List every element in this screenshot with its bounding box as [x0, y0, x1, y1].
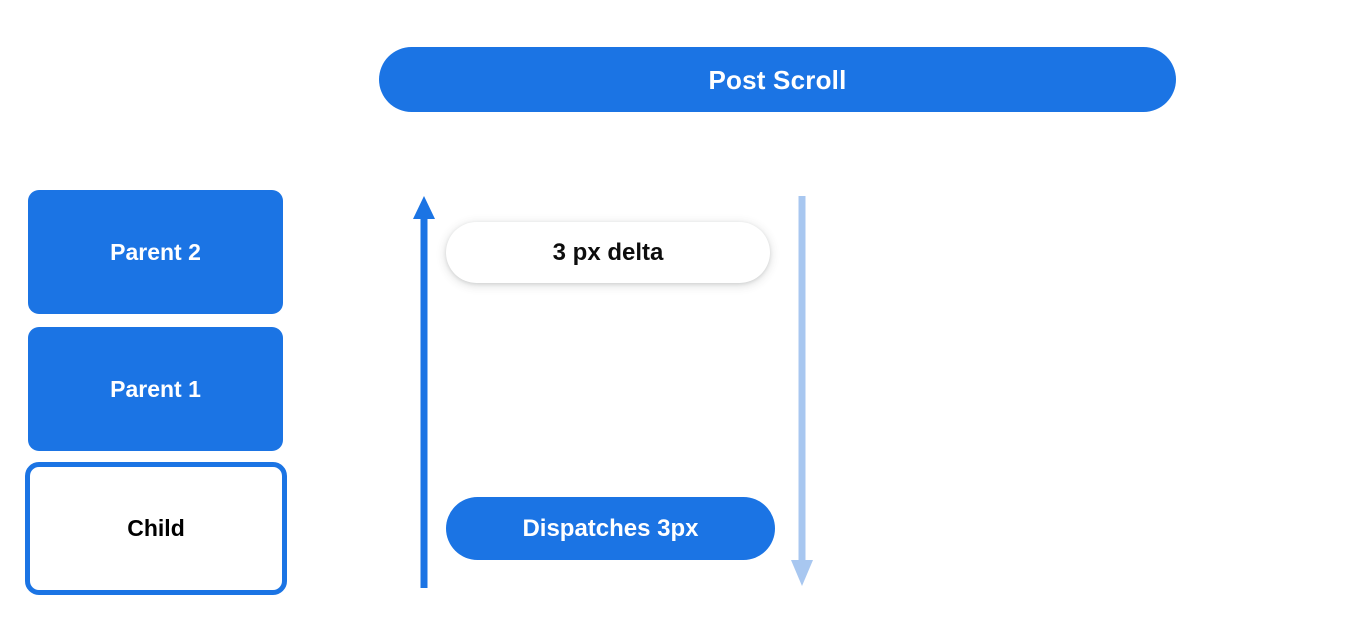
arrow-up-icon [413, 196, 435, 588]
delta-chip-label: 3 px delta [552, 238, 664, 266]
hierarchy-box-label: Parent 1 [110, 375, 201, 402]
header-pill: Post Scroll [379, 47, 1176, 112]
dispatch-chip-label: Dispatches 3px [522, 514, 699, 542]
header-title: Post Scroll [708, 64, 847, 95]
dispatch-chip: Dispatches 3px [446, 497, 775, 560]
delta-chip: 3 px delta [446, 222, 770, 283]
hierarchy-box-label: Parent 2 [110, 238, 201, 265]
hierarchy-box-parent-1: Parent 1 [28, 327, 283, 451]
hierarchy-box-label: Child [127, 515, 185, 541]
hierarchy-box-child: Child [25, 462, 287, 595]
hierarchy-box-parent-2: Parent 2 [28, 190, 283, 314]
arrow-down-icon [791, 196, 813, 586]
